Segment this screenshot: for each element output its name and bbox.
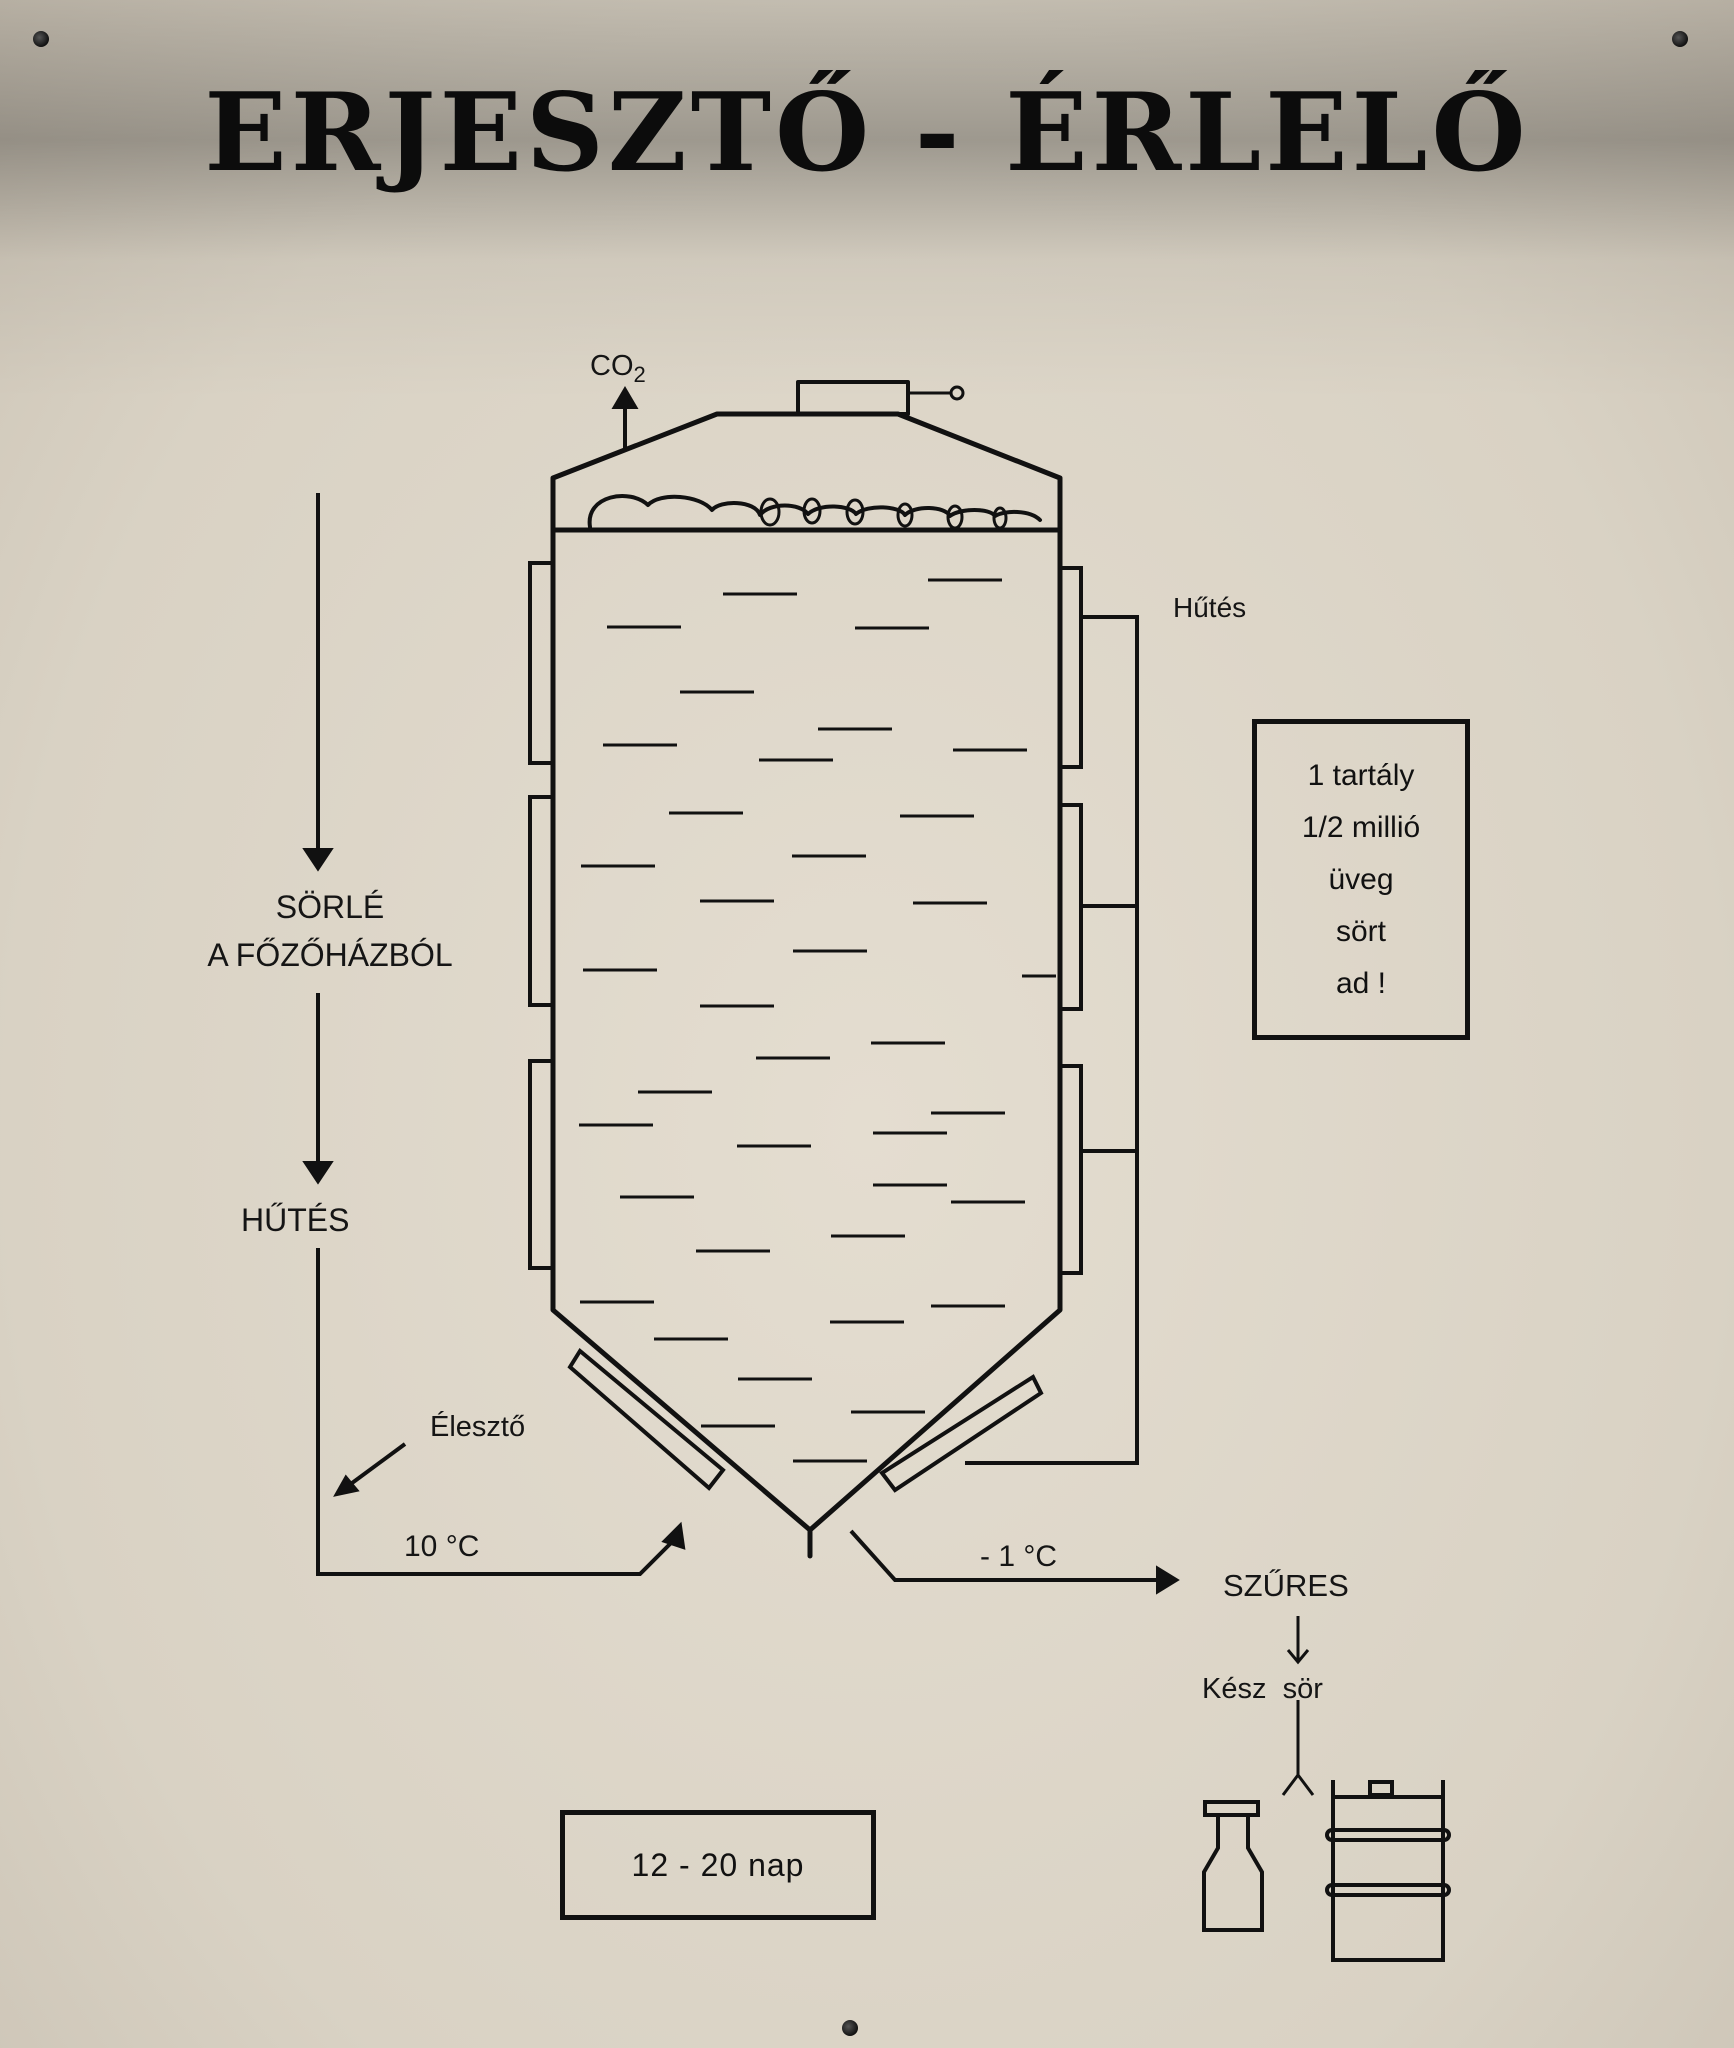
cooling-circuit (965, 615, 1139, 1465)
page-title: ERJESZTŐ - ÉRLELŐ (204, 70, 1530, 196)
wort-label-line1: SÖRLÉ (275, 889, 385, 925)
outlet-flow (849, 1529, 1180, 1595)
cooling-left-label: HŰTÉS (241, 1202, 350, 1238)
temp-out-label: - 1 °C (980, 1540, 1058, 1573)
wort-flow (302, 493, 686, 1576)
co2-arrow (611, 386, 639, 450)
co2-subscript: 2 (633, 361, 646, 387)
capacity-line-2: 1/2 millió (1301, 810, 1421, 844)
screw-top-right (1672, 31, 1688, 47)
cooling-jackets (528, 561, 1083, 1493)
duration-box: 12 - 20 nap (560, 1810, 876, 1920)
filtering-label: SZŰRES (1223, 1568, 1349, 1603)
co2-label: CO2 (590, 350, 646, 388)
duration-text: 12 - 20 nap (631, 1846, 805, 1883)
finished-beer-label: Kész sör (1202, 1673, 1323, 1705)
filtering-flow (1281, 1616, 1315, 1796)
co2-text: CO (590, 350, 634, 382)
capacity-line-5: ad ! (1335, 966, 1387, 1000)
capacity-info-box: 1 tartály 1/2 millió üveg sört ad ! (1252, 719, 1470, 1040)
capacity-line-3: üveg (1328, 862, 1394, 896)
liquid-dashes (579, 578, 1056, 1463)
capacity-line-1: 1 tartály (1307, 758, 1415, 792)
wort-label: SÖRLÉ A FŐZŐHÁZBÓL (150, 883, 510, 979)
keg-icon (1325, 1780, 1451, 1962)
temp-in-label: 10 °C (404, 1530, 480, 1563)
capacity-line-4: sört (1335, 914, 1386, 948)
yeast-arrow (333, 1442, 407, 1497)
bottle-icon (1202, 1800, 1264, 1932)
screw-bottom (842, 2020, 858, 2036)
tank-hatch (796, 380, 965, 416)
screw-top-left (33, 31, 49, 47)
wort-label-line2: A FŐZŐHÁZBÓL (207, 937, 453, 973)
yeast-label: Élesztő (430, 1411, 526, 1443)
cooling-right-label: Hűtés (1173, 592, 1247, 623)
tank-outline (550, 411, 1063, 1533)
